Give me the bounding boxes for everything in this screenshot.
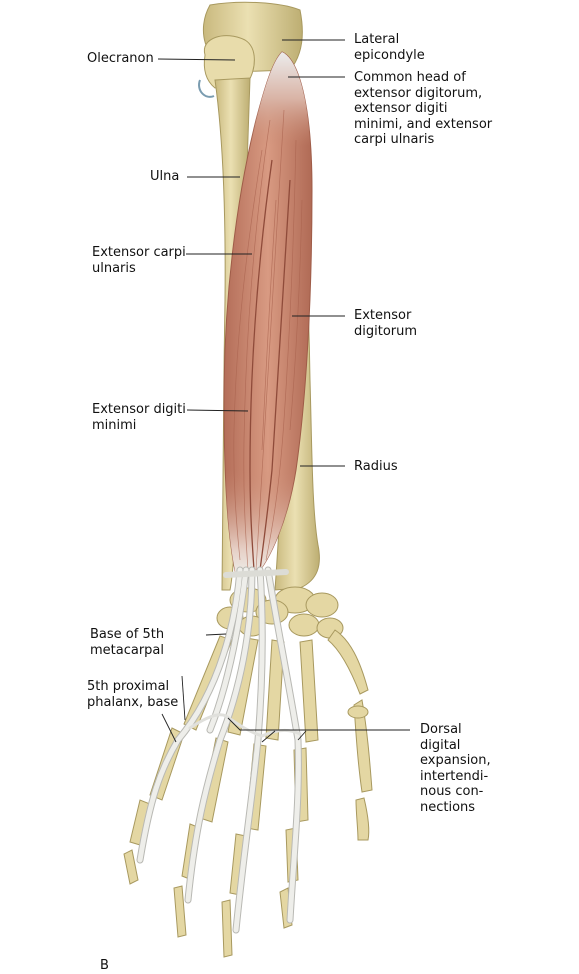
- leader-lines: [157, 39, 410, 743]
- label-extensor-digitorum: Extensor digitorum: [354, 308, 418, 339]
- extensor-tendons: [136, 566, 302, 934]
- label-common-head: Common head of extensor digitorum, exten…: [354, 70, 493, 147]
- label-dorsal-digital-expansion: Dorsal digital expansion, intertendi- no…: [420, 722, 491, 815]
- label-5th-proximal-phalanx-base: 5th proximal phalanx, base: [87, 679, 179, 710]
- label-olecranon: Olecranon: [87, 51, 154, 66]
- olecranon-bone: [198, 35, 255, 98]
- label-base-5th-metacarpal: Base of 5th metacarpal: [90, 627, 165, 658]
- label-radius: Radius: [354, 459, 398, 474]
- figure-marker: B: [100, 958, 109, 973]
- extensor-muscles: [223, 51, 313, 576]
- label-extensor-digiti-minimi: Extensor digiti minimi: [92, 402, 186, 433]
- label-ulna: Ulna: [150, 169, 180, 184]
- label-extensor-carpi-ulnaris: Extensor carpi ulnaris: [92, 245, 186, 276]
- label-lateral-epicondyle: Lateral epicondyle: [354, 32, 425, 63]
